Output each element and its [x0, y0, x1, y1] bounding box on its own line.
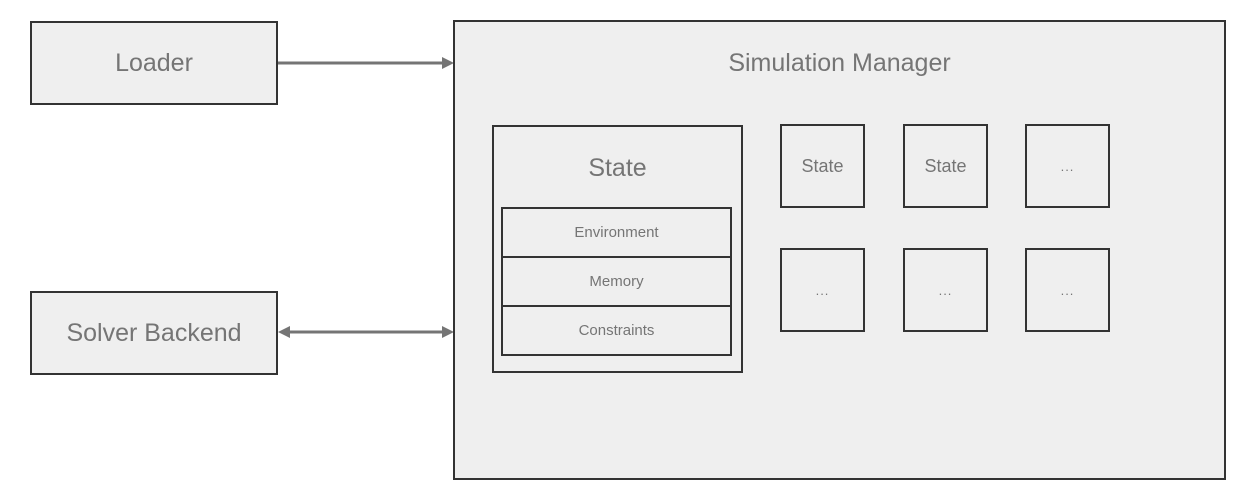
loader-box: Loader [30, 21, 278, 105]
arrow-head-right [442, 57, 454, 69]
solver-backend-box: Solver Backend [30, 291, 278, 375]
state-section-label: Memory [589, 273, 644, 290]
mini-box-label: State [924, 155, 967, 176]
mini-box-label: ... [815, 282, 830, 298]
state-panel-title: State [588, 154, 647, 182]
simulation-manager-box: Simulation Manager State Environment Mem… [453, 20, 1226, 480]
solver-backend-label: Solver Backend [66, 318, 242, 347]
loader-to-manager-arrow-icon [278, 57, 454, 69]
mini-state-box: State [903, 124, 988, 208]
simulation-manager-title: Simulation Manager [728, 49, 951, 77]
state-section-label: Environment [574, 224, 659, 241]
state-sections: Environment Memory Constraints [501, 207, 732, 356]
loader-label: Loader [115, 48, 193, 77]
arrow-head-left [278, 326, 290, 338]
arrow-head-right [442, 326, 454, 338]
mini-box-label: ... [1060, 282, 1075, 298]
mini-box-label: State [801, 155, 844, 176]
solver-manager-double-arrow-icon [278, 326, 454, 338]
mini-ellipsis-box: ... [1025, 248, 1110, 332]
mini-box-label: ... [938, 282, 953, 298]
mini-ellipsis-box: ... [903, 248, 988, 332]
state-section-memory: Memory [501, 256, 732, 307]
mini-ellipsis-box: ... [780, 248, 865, 332]
state-panel: State Environment Memory Constraints [492, 125, 743, 373]
mini-box-label: ... [1060, 158, 1075, 174]
state-section-label: Constraints [578, 322, 655, 339]
mini-ellipsis-box: ... [1025, 124, 1110, 208]
mini-state-box: State [780, 124, 865, 208]
state-section-constraints: Constraints [501, 305, 732, 356]
state-section-environment: Environment [501, 207, 732, 258]
